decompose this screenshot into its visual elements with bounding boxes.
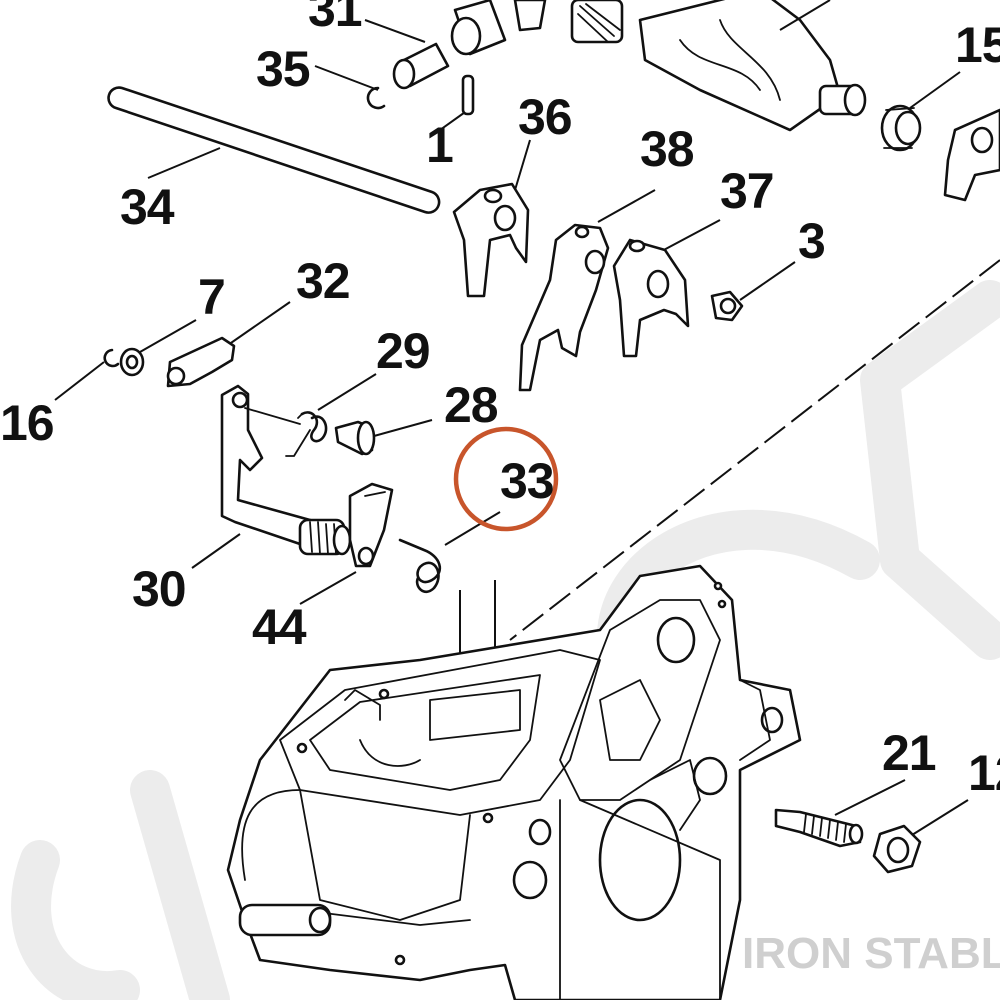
spring-29 [285, 411, 328, 457]
shift-rod [107, 86, 441, 214]
callout-16: 16 [0, 395, 54, 451]
washer-and-clip [103, 347, 145, 377]
callout-29: 29 [376, 323, 430, 379]
callout-36: 36 [518, 89, 572, 145]
callout-labels: 31 35 1 36 38 37 3 15 34 7 32 29 16 28 3… [0, 0, 1000, 801]
right-fork-bracket [943, 108, 1000, 202]
shift-fork-38 [518, 223, 610, 392]
small-pins [366, 0, 547, 116]
callout-33: 33 [500, 453, 554, 509]
callout-35: 35 [256, 41, 310, 97]
shift-fork-36 [452, 182, 530, 298]
callout-37: 37 [720, 163, 774, 219]
callout-1: 1 [426, 117, 453, 173]
callout-32: 32 [296, 253, 350, 309]
callout-12: 12 [968, 745, 1000, 801]
shift-fork-37 [612, 238, 690, 358]
needle-bearing [880, 104, 922, 152]
spring-33 [398, 538, 442, 594]
callout-34: 34 [120, 179, 175, 235]
shift-shaft-30 [220, 384, 352, 556]
watermark-brand: IRON STABLE [742, 929, 1000, 978]
callout-7: 7 [198, 269, 225, 325]
callout-44: 44 [252, 599, 307, 655]
transmission-case [226, 564, 802, 1000]
nut-12 [872, 824, 922, 874]
callout-15: 15 [955, 17, 1000, 73]
callout-21: 21 [882, 725, 936, 781]
stud-21 [774, 808, 864, 848]
plate-32 [166, 336, 236, 388]
callout-30: 30 [132, 561, 186, 617]
callout-38: 38 [640, 121, 694, 177]
shift-drum [570, 0, 867, 132]
pivot-pin-28 [334, 420, 376, 456]
lever-plate-44 [348, 482, 394, 568]
callout-31: 31 [308, 0, 362, 37]
highlight-ring [453, 426, 559, 532]
nut-3 [710, 290, 744, 322]
callout-28: 28 [444, 377, 498, 433]
callout-3: 3 [798, 213, 825, 269]
